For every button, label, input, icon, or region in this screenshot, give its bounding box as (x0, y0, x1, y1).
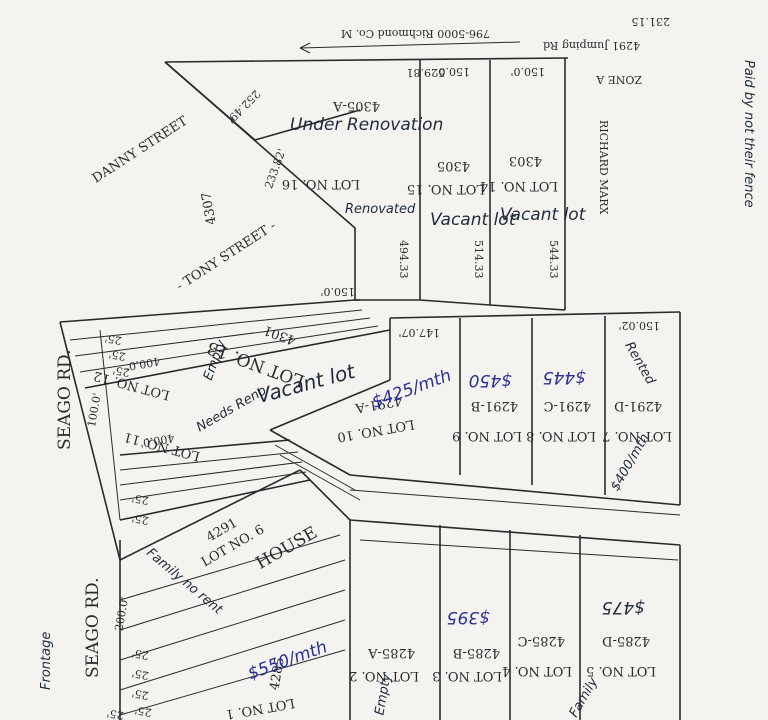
seago-frontage-2: 25' (108, 347, 127, 363)
lot-4-addr: 4285-C (518, 633, 565, 648)
lot-16-addr: 4305-A (333, 98, 380, 113)
seago-frontage-5: 25' (131, 511, 150, 527)
lot-5-note: $475 (602, 597, 645, 617)
street-seago-upper-label: SEAGO RD. (55, 350, 75, 450)
frontage-label: Frontage (39, 632, 54, 690)
street-richard-label: RICHARD MARX (597, 120, 610, 215)
dim-top-529: 529.81 (407, 66, 446, 79)
dim-seago-200: 200.0' (112, 596, 131, 632)
lot-16-number: LOT NO. 16 (282, 176, 360, 191)
lot-15-note: Vacant lot (430, 210, 517, 230)
lot-2-addr: 4285-A (368, 645, 415, 660)
lot-15-addr: 4305 (437, 158, 470, 173)
seago-frontage-1: 25' (104, 331, 123, 347)
lot-3-note: $395 (447, 607, 490, 627)
lot-9-note: $450 (469, 370, 512, 390)
dim-514: 514.33 (472, 240, 485, 279)
lot-2-note: Empty (372, 672, 394, 716)
header-zone: ZONE A (595, 73, 642, 86)
dim-400b: 400.0' (139, 431, 175, 450)
lot-4307-addr: 4307 (199, 191, 220, 226)
lot-9-number: LOT NO. 9 (452, 428, 522, 443)
dim-544: 544.33 (547, 240, 560, 279)
dim-494: 494.33 (397, 240, 410, 279)
strip-lines-bottom (119, 534, 346, 716)
lower-frontage-2: 25' (131, 666, 150, 682)
seago-frontage-3: 25' (112, 363, 131, 379)
lot-8-addr: 4291-C (544, 398, 591, 413)
dim-150b: 150.0' (320, 285, 355, 298)
lot-3-addr: 4285-B (453, 645, 500, 660)
strip-lines-lower (119, 439, 311, 521)
lot-15-number: LOT NO. 15 (407, 181, 485, 196)
side-note: Paid by not their fence (741, 60, 756, 208)
street-seago-lower-label: SEAGO RD. (83, 578, 103, 678)
lot-14-addr: 4303 (509, 153, 542, 168)
lower-frontage-3: 25' (131, 686, 150, 702)
lot-1-addr: 4285 (267, 656, 288, 691)
dim-400a: 400.0' (125, 354, 161, 373)
lot-8-note: $445 (543, 367, 586, 387)
dim-147: 147.07' (398, 326, 440, 339)
lot-7-addr: 4291-D (614, 398, 662, 413)
header-number: 231.15 (632, 15, 671, 28)
lower-frontage-5: 25' (106, 706, 125, 720)
dim-150c: 150.02' (618, 319, 660, 332)
lot-16-note: Under Renovation (290, 115, 443, 135)
header-company-line: 796-5000 Richmond Co. M (341, 27, 490, 40)
dim-top-150b: 150.0' (510, 65, 545, 78)
lot-3-number: LOT NO. 3 (432, 668, 502, 683)
header-lot-ref: 4291 Jumping Rd (543, 39, 640, 52)
lot-7-number: LOT NO. 7 (602, 428, 672, 443)
lot-2-number: LOT NO. 2 (349, 668, 419, 683)
strip-lines-upper (59, 299, 391, 389)
lot-16-note2: Renovated (345, 202, 416, 217)
dim-top-150a: 150.0' (435, 65, 470, 78)
lot-5-number: LOT NO. 5 (586, 663, 656, 678)
dim-seago-100: 100.0' (85, 392, 104, 428)
lower-frontage-4: 25' (134, 703, 153, 719)
seago-frontage-4: 25' (131, 491, 150, 507)
lot-14-number: LOT NO. 14 (480, 178, 558, 193)
lot-5-addr: 4285-D (602, 633, 650, 648)
lot-9-addr: 4291-B (471, 398, 518, 413)
lower-frontage-1: 25' (131, 646, 150, 662)
lot-8-number: LOT NO. 8 (526, 428, 596, 443)
lot-4-number: LOT NO. 4 (502, 663, 572, 678)
lot-14-note: Vacant lot (500, 205, 587, 225)
